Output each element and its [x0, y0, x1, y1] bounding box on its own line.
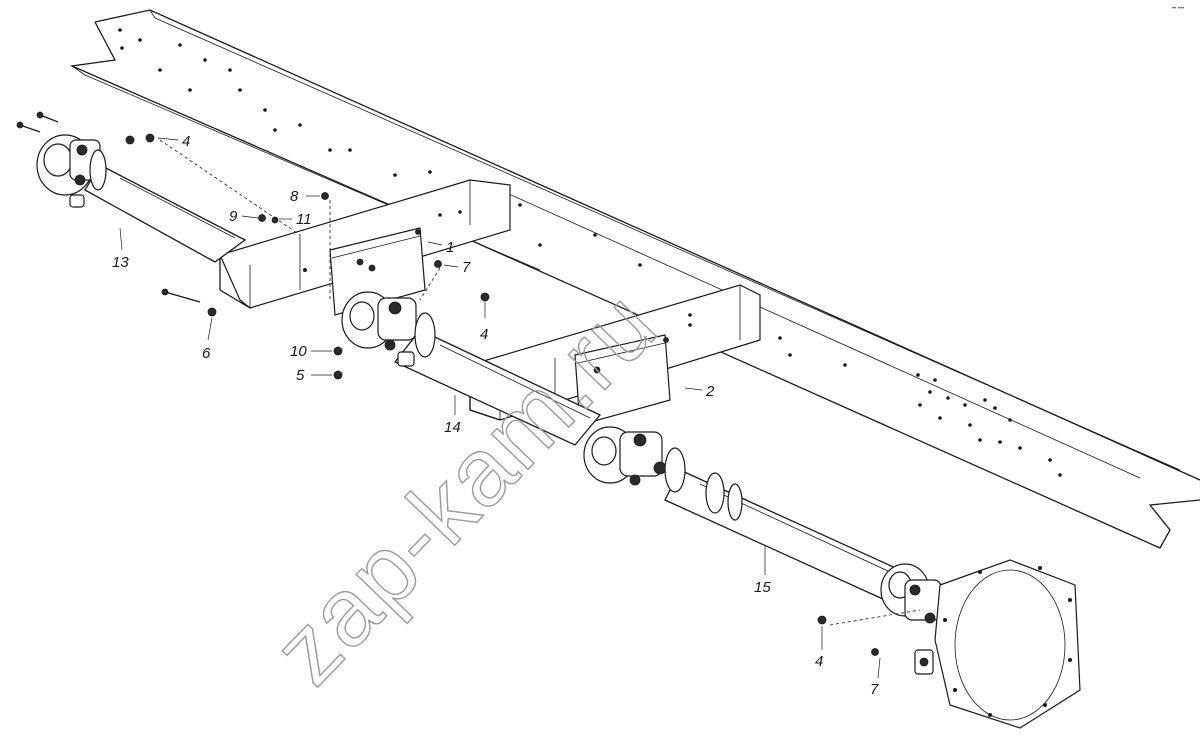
universal-joint-rear-axle — [880, 563, 942, 624]
rail-bolt-holes — [118, 28, 1062, 477]
callout-4-middle: 4 — [480, 326, 488, 343]
rear-axle-housing-flange — [914, 559, 1081, 729]
flange-bolts-front — [16, 111, 59, 133]
propeller-shaft-13 — [16, 111, 247, 263]
callout-4-top: 4 — [182, 133, 190, 150]
callout-1: 1 — [446, 239, 454, 256]
fasteners — [125, 133, 879, 656]
callout-7-upper: 7 — [462, 259, 471, 276]
universal-joint-front — [36, 134, 107, 208]
callout-11: 11 — [296, 211, 312, 228]
callout-14: 14 — [444, 419, 461, 436]
callout-4-bottom: 4 — [815, 653, 823, 670]
callout-15: 15 — [754, 579, 771, 596]
propeller-shaft-14 — [341, 291, 602, 446]
propeller-shaft-15 — [583, 426, 942, 624]
watermark-text: zap-kam.ru — [253, 270, 677, 704]
support-plate-1 — [329, 227, 426, 316]
callout-7-lower: 7 — [870, 681, 879, 698]
callout-labels: 1 2 4 4 4 5 6 7 7 8 9 10 11 13 14 15 — [112, 133, 879, 698]
callout-8: 8 — [290, 188, 299, 205]
callout-2: 2 — [705, 383, 715, 400]
callout-13: 13 — [112, 254, 129, 271]
leader-lines — [119, 137, 921, 679]
callout-9: 9 — [229, 208, 238, 225]
callout-10: 10 — [290, 343, 307, 360]
frame-side-rail — [69, 9, 1200, 549]
universal-joint-middle — [341, 291, 436, 367]
corner-mark: •• ••• — [1172, 6, 1184, 12]
callout-6: 6 — [202, 345, 211, 362]
universal-joint-rear-front — [583, 426, 686, 493]
callout-5: 5 — [296, 367, 305, 384]
support-plate-2 — [574, 334, 671, 426]
